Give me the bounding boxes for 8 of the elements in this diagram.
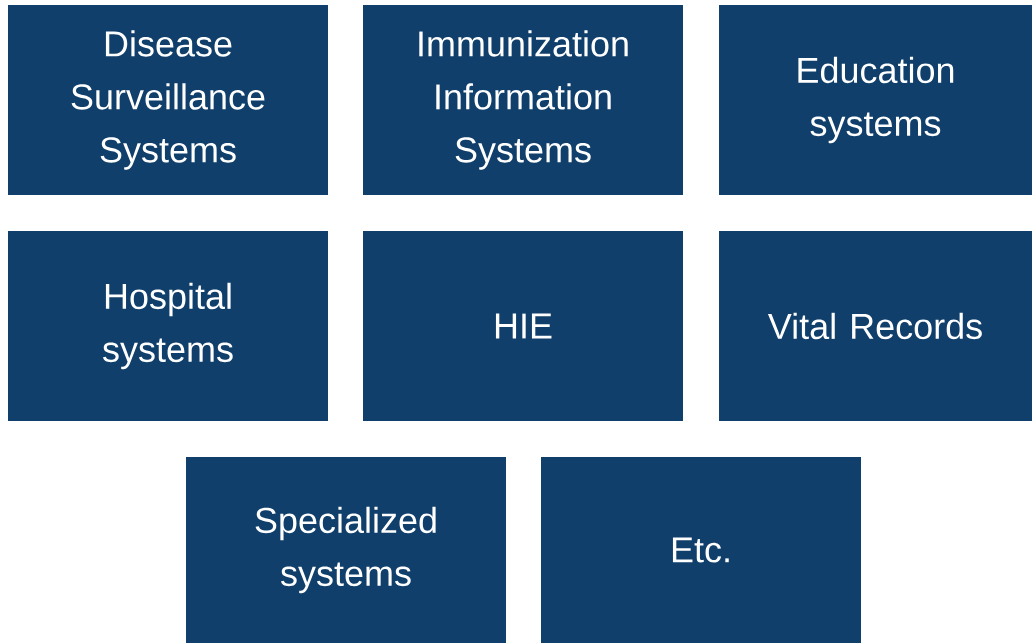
- system-box: Education systems: [719, 5, 1032, 195]
- system-box: Immunization Information Systems: [363, 5, 683, 195]
- system-box: HIE: [363, 231, 683, 421]
- system-box: Specialized systems: [186, 457, 506, 643]
- system-box: Etc.: [541, 457, 861, 643]
- system-box: Hospital systems: [8, 231, 328, 421]
- system-box: Vital Records: [719, 231, 1032, 421]
- system-box: Disease Surveillance Systems: [8, 5, 328, 195]
